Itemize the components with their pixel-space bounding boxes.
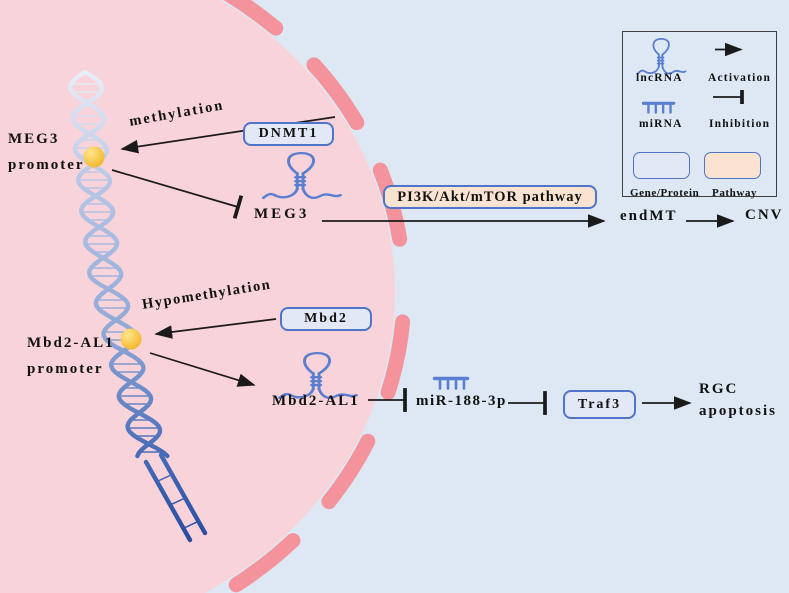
legend-mirna-label: miRNA	[639, 118, 683, 130]
legend-lncrna-label: lncRNA	[636, 72, 683, 84]
hypomethylation-arrow	[154, 318, 277, 339]
dnmt1-box: DNMT1	[243, 122, 334, 146]
legend-activation-label: Activation	[708, 72, 772, 84]
legend-inhibition-label: Inhibition	[709, 118, 771, 130]
meg3-label: MEG3	[254, 206, 310, 222]
legend-box: lncRNA Activation miRNA Inhibition Gene/…	[622, 31, 777, 199]
dnmt1-label: DNMT1	[258, 126, 319, 141]
mbd2-al1-promoter-label: Mbd2-AL1 promoter	[27, 330, 115, 382]
meg3-promoter-label: MEG3 promoter	[8, 126, 85, 178]
traf3-box: Traf3	[563, 390, 636, 419]
legend-activation-arrow-icon	[715, 43, 743, 56]
cnv-label: CNV	[745, 207, 784, 223]
mir-188-3p-mirna-icon	[432, 376, 470, 391]
endmt-label: endMT	[620, 208, 678, 224]
meg3-methylation-dot-icon	[83, 146, 105, 168]
traf3-label: Traf3	[577, 396, 622, 412]
meg3-inhibition-line	[111, 169, 244, 219]
mbd2-al1-promoter-line1: Mbd2-AL1	[27, 335, 115, 351]
meg3-promoter-line2: promoter	[8, 157, 85, 173]
mir-188-3p-label: miR-188-3p	[416, 393, 507, 409]
dna-helix	[67, 69, 208, 543]
legend-gene-protein-swatch	[633, 152, 690, 179]
legend-inhibition-bar-icon	[713, 90, 744, 104]
legend-pathway-label: Pathway	[712, 187, 758, 199]
legend-mirna-icon	[642, 101, 676, 115]
mbd2-al1-methylation-dot-icon	[120, 328, 142, 350]
legend-pathway-swatch	[704, 152, 761, 179]
mbd2-box: Mbd2	[280, 307, 372, 331]
mbd2-al1-label: Mbd2-AL1	[272, 393, 360, 409]
mbd2-al1-activation-arrow	[149, 352, 256, 387]
mbd2-label: Mbd2	[304, 311, 348, 326]
pi3k-pathway-label: PI3K/Akt/mTOR pathway	[397, 188, 583, 205]
rgc-line2: apoptosis	[699, 403, 778, 419]
rgc-apoptosis-label: RGC apoptosis	[699, 378, 777, 422]
pi3k-pathway-box: PI3K/Akt/mTOR pathway	[383, 185, 597, 209]
rgc-line1: RGC	[699, 381, 739, 397]
legend-gene-protein-label: Gene/Protein	[630, 187, 700, 199]
meg3-promoter-line1: MEG3	[8, 131, 60, 147]
mbd2-al1-promoter-line2: promoter	[27, 361, 104, 377]
